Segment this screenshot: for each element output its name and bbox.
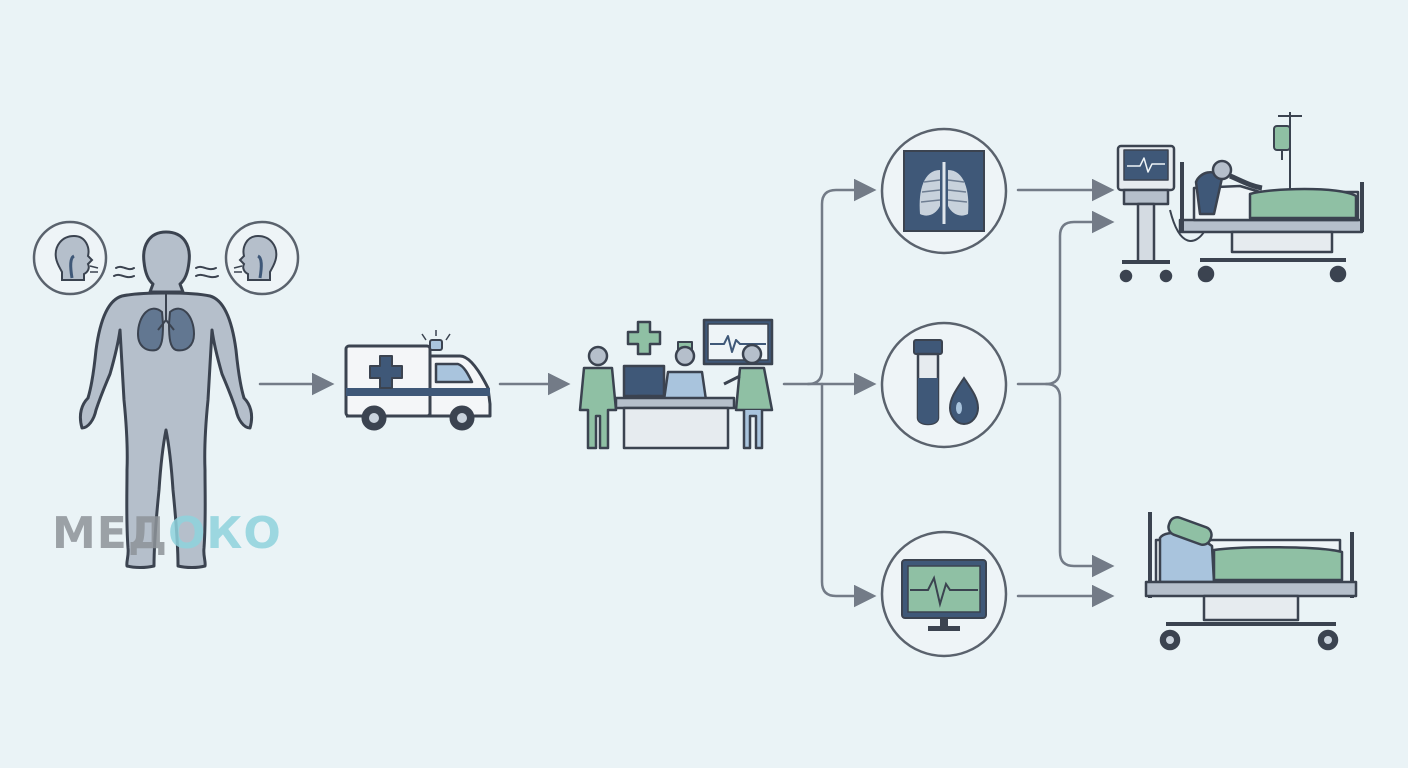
face-profile-airway-icon <box>224 220 300 296</box>
arrow-reception-to-xray <box>782 178 877 386</box>
monitor-icon <box>702 318 774 366</box>
ambulance-icon <box>344 330 492 431</box>
flow-arrows <box>258 178 1115 608</box>
chest-xray-icon <box>880 127 1008 255</box>
nurse-icon <box>723 343 774 450</box>
arrow-bloodtest-to-ward <box>1044 382 1115 578</box>
medical-cross-icon <box>626 320 662 356</box>
icu-ventilator-bed-icon <box>1116 112 1364 283</box>
watermark-logo: МЕДОКО <box>52 508 282 559</box>
emergency-reception-scene <box>578 318 774 450</box>
ecg-monitor-icon <box>880 530 1008 658</box>
lungs-icon <box>136 292 196 352</box>
arrow-reception-to-ecg <box>820 382 877 608</box>
watermark-part-2: ОКО <box>168 508 282 559</box>
doctor-icon <box>578 345 618 450</box>
blood-drop-icon <box>948 376 980 426</box>
face-profile-airway-icon <box>32 220 108 296</box>
watermark-part-1: МЕД <box>52 508 169 559</box>
reception-staff-icon <box>662 341 708 402</box>
blood-test-tube-icon <box>880 321 1008 449</box>
breath-wisps <box>113 265 219 279</box>
ward-bed-icon <box>1144 512 1358 651</box>
arrow-bloodtest-to-icu <box>1016 210 1115 386</box>
